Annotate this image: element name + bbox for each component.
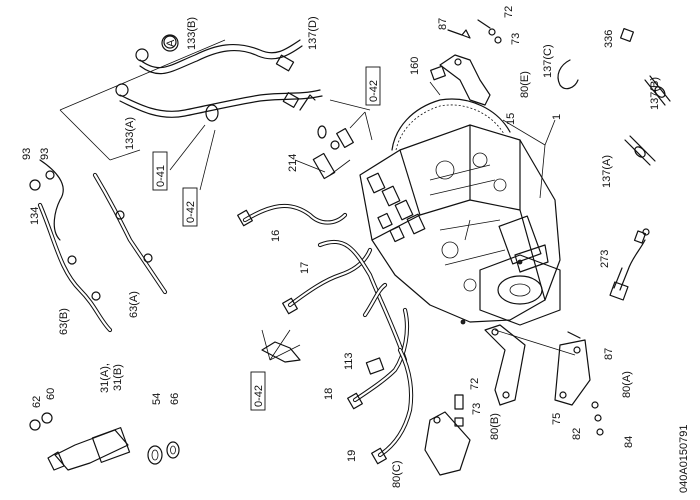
- label-15: 15: [505, 113, 517, 125]
- label-336: 336: [603, 30, 615, 48]
- fittings-top-center: [312, 125, 354, 180]
- label-93-a: 93: [21, 148, 33, 160]
- label-87-top: 87: [437, 18, 449, 30]
- label-93-b: 93: [39, 148, 51, 160]
- label-63a: 63(A): [128, 291, 140, 318]
- label-137b: 137(B): [649, 77, 661, 110]
- label-19: 19: [346, 450, 358, 462]
- injection-pump-body: [359, 98, 561, 326]
- injection-pipes-center: [237, 203, 414, 465]
- label-72-bottom: 72: [469, 378, 481, 390]
- label-87-bottom: 87: [603, 348, 615, 360]
- label-80e: 80(E): [519, 71, 531, 98]
- label-18: 18: [323, 388, 335, 400]
- label-63b: 63(B): [58, 308, 70, 335]
- callout-box-0-42-bottom: [250, 371, 266, 411]
- label-84: 84: [623, 436, 635, 448]
- label-72-top: 72: [503, 6, 515, 18]
- sensor-273: [609, 228, 650, 301]
- label-273: 273: [599, 250, 611, 268]
- label-0-42-bottom: 0-42: [253, 385, 265, 407]
- label-a: A: [165, 39, 177, 47]
- label-137c: 137(C): [542, 44, 554, 78]
- part-labels: 133(B) 137(D) A 133(A) 0-41 0-42 0-42 0-…: [21, 6, 690, 493]
- label-66: 66: [169, 393, 181, 405]
- label-0-42-mid: 0-42: [185, 201, 197, 223]
- drawing-code: 040A0150791: [678, 424, 690, 493]
- callout-box-0-42-mid: [182, 187, 198, 227]
- label-73-bottom: 73: [471, 403, 483, 415]
- callout-box-0-42-top: [365, 66, 381, 106]
- label-80a: 80(A): [621, 371, 633, 398]
- label-54: 54: [151, 393, 163, 405]
- delivery-valves: [366, 172, 426, 243]
- label-17: 17: [299, 262, 311, 274]
- label-80c: 80(C): [391, 460, 403, 488]
- label-133b: 133(B): [186, 17, 198, 50]
- injection-nozzle: [29, 412, 180, 471]
- label-1: 1: [551, 114, 563, 120]
- label-0-41: 0-41: [155, 165, 167, 187]
- reference-circle-a: [161, 34, 179, 52]
- label-0-42-top: 0-42: [368, 80, 380, 102]
- label-31b: 31(B): [112, 364, 124, 391]
- label-31a: 31(A),: [99, 363, 111, 393]
- label-137a: 137(A): [601, 155, 613, 188]
- label-160: 160: [409, 57, 421, 75]
- label-133a: 133(A): [124, 117, 136, 150]
- label-113: 113: [343, 352, 355, 370]
- label-62: 62: [31, 396, 43, 408]
- label-214: 214: [287, 154, 299, 172]
- leader-lines: [59, 39, 576, 361]
- label-75: 75: [551, 413, 563, 425]
- label-82: 82: [571, 428, 583, 440]
- label-80b: 80(B): [489, 413, 501, 440]
- brackets-bottom: [424, 324, 604, 476]
- label-137d: 137(D): [307, 16, 319, 50]
- injection-pipes-63: [29, 159, 168, 333]
- callout-box-0-41: [152, 151, 168, 191]
- clip-113: [261, 341, 385, 375]
- return-pipes: [115, 35, 323, 122]
- label-134: 134: [29, 207, 41, 225]
- label-16: 16: [270, 230, 282, 242]
- parts-top-right: [430, 19, 671, 166]
- label-60: 60: [45, 388, 57, 400]
- label-73-top: 73: [510, 33, 522, 45]
